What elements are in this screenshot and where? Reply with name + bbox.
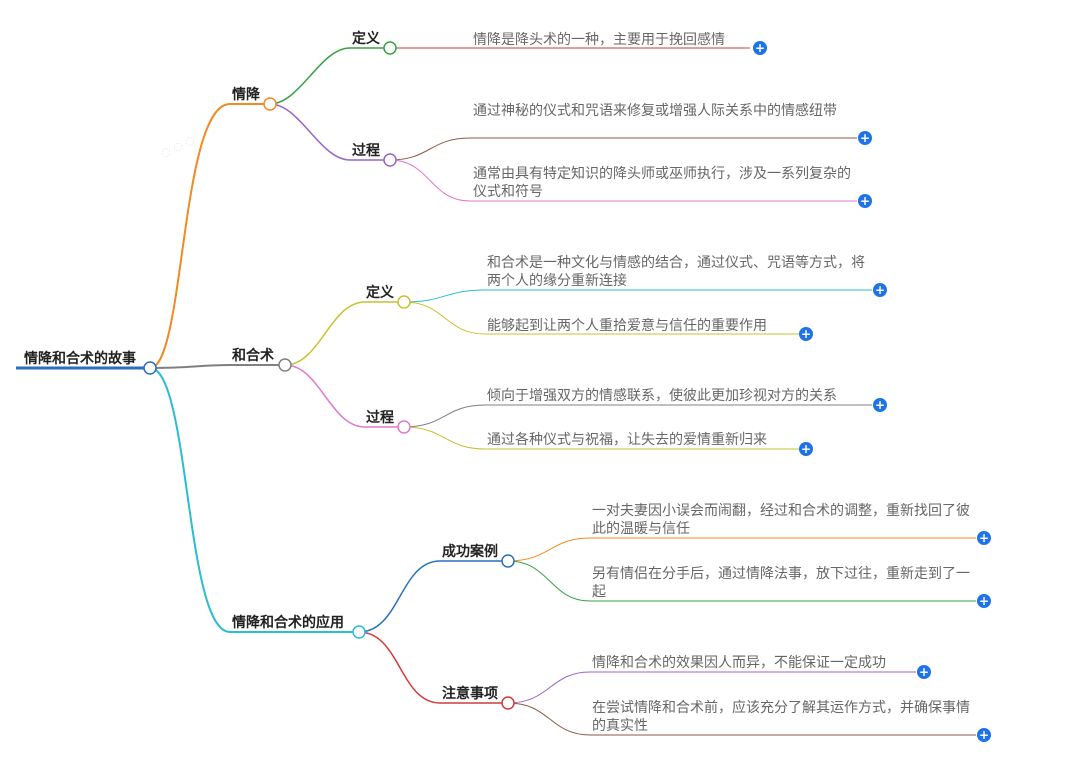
leaf-zy-1: 情降和合术的效果因人而异，不能保证一定成功 [592, 655, 886, 671]
edge-zy-leaf2 [507, 702, 976, 736]
edge-hh-guocheng-leaf2 [403, 426, 799, 450]
node-hh-dingyi[interactable]: 定义 [366, 285, 394, 301]
edge-zy-leaf1 [507, 671, 916, 704]
expand-plus-icon[interactable]: + [799, 327, 813, 341]
root-label[interactable]: 情降和合术的故事 [24, 351, 136, 367]
edge-hh-guocheng-leaf1 [403, 404, 872, 428]
expand-plus-icon[interactable]: + [858, 131, 872, 145]
expand-plus-icon[interactable]: + [753, 41, 767, 55]
leaf-qj-guocheng-2: 通常由具有特定知识的降头师或巫师执行，涉及一系列复杂的仪式和符号 [473, 166, 851, 200]
node-qingjiang[interactable]: 情降 [232, 87, 260, 103]
node-hh-guocheng[interactable]: 过程 [366, 410, 394, 426]
node-dot-chenggong[interactable] [501, 554, 515, 568]
node-dot-hh-dingyi[interactable] [397, 295, 411, 309]
node-dot-yingyong[interactable] [352, 625, 366, 639]
edge-root-qingjiang [149, 103, 270, 369]
expand-plus-icon[interactable]: + [858, 194, 872, 208]
leaf-hh-dingyi-1: 和合术是一种文化与情感的结合，通过仪式、咒语等方式，将两个人的缘分重新连接 [487, 255, 865, 289]
expand-plus-icon[interactable]: + [873, 398, 887, 412]
edge-cg-leaf2 [507, 560, 976, 602]
node-chenggong[interactable]: 成功案例 [442, 544, 498, 560]
expand-plus-icon[interactable]: + [799, 442, 813, 456]
edge-qj-guocheng-leaf2 [389, 159, 857, 202]
edge-root-yingyong [149, 367, 359, 633]
leaf-qj-guocheng-1: 通过神秘的仪式和咒语来修复或增强人际关系中的情感纽带 [473, 103, 837, 119]
leaf-hh-guocheng-1: 倾向于增强双方的情感联系，使彼此更加珍视对方的关系 [487, 388, 837, 404]
leaf-zy-2: 在尝试情降和合术前，应该充分了解其运作方式，并确保事情的真实性 [592, 700, 970, 734]
leaf-cg-1: 一对夫妻因小误会而闹翻，经过和合术的调整，重新找回了彼此的温暖与信任 [592, 503, 970, 537]
node-zhuyi[interactable]: 注意事项 [442, 686, 498, 702]
expand-plus-icon[interactable]: + [917, 665, 931, 679]
node-qj-guocheng[interactable]: 过程 [352, 143, 380, 159]
node-dot-qingjiang[interactable] [263, 97, 277, 111]
expand-plus-icon[interactable]: + [977, 728, 991, 742]
node-dot-zhuyi[interactable] [501, 696, 515, 710]
edge-hehe-guocheng [284, 364, 404, 428]
edge-qingjiang-guocheng [269, 103, 390, 161]
node-dot-hehe[interactable] [278, 358, 292, 372]
edge-hehe-dingyi [284, 301, 404, 366]
node-yingyong[interactable]: 情降和合术的应用 [232, 615, 344, 631]
edge-hh-dingyi-leaf2 [403, 301, 799, 335]
edge-root-hehe [149, 364, 285, 369]
edge-hh-dingyi-leaf1 [403, 289, 872, 303]
node-dot-hh-guocheng[interactable] [397, 420, 411, 434]
edge-qingjiang-dingyi [269, 47, 390, 105]
expand-plus-icon[interactable]: + [873, 283, 887, 297]
node-dot-qj-guocheng[interactable] [383, 153, 397, 167]
node-hehe[interactable]: 和合术 [232, 348, 274, 364]
edge-yingyong-zhuyi [358, 631, 508, 704]
node-dot-qj-dingyi[interactable] [383, 41, 397, 55]
leaf-hh-guocheng-2: 通过各种仪式与祝福，让失去的爱情重新归来 [487, 432, 767, 448]
edge-yingyong-chenggong [358, 560, 508, 633]
edge-cg-leaf1 [507, 537, 976, 562]
leaf-cg-2: 另有情侣在分手后，通过情降法事，放下过往，重新走到了一起 [592, 566, 970, 600]
leaf-hh-dingyi-2: 能够起到让两个人重拾爱意与信任的重要作用 [487, 318, 767, 334]
leaf-qj-dingyi-1: 情降是降头术的一种，主要用于挽回感情 [473, 32, 725, 48]
node-qj-dingyi[interactable]: 定义 [352, 31, 380, 47]
node-dot-root[interactable] [143, 361, 157, 375]
expand-plus-icon[interactable]: + [977, 531, 991, 545]
expand-plus-icon[interactable]: + [977, 594, 991, 608]
edge-qj-guocheng-leaf1 [389, 137, 857, 161]
